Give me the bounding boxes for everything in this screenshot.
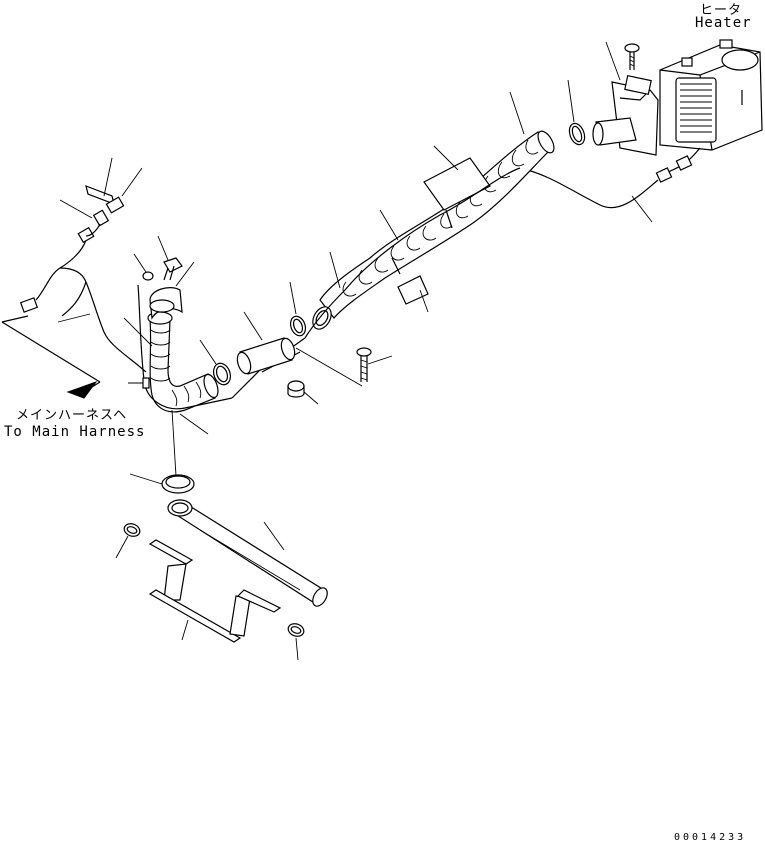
heater-unit	[659, 39, 763, 151]
left-harness	[19, 226, 150, 389]
bolt-left	[133, 235, 183, 281]
harness-label-en: To Main Harness	[4, 424, 146, 440]
short-hose	[236, 311, 296, 375]
hose-clamp-mid	[289, 281, 307, 337]
pipe-clamp-right	[287, 623, 305, 661]
spacer	[287, 380, 319, 405]
screw-top	[605, 41, 640, 81]
hose-clamp-top	[567, 79, 586, 146]
heater-label-en: Heater	[695, 15, 752, 31]
bolt	[295, 347, 393, 387]
main-duct	[312, 130, 555, 330]
elbow-duct	[123, 311, 219, 435]
elbow-leader	[171, 409, 177, 477]
long-pipe	[167, 499, 328, 607]
lower-clamp	[129, 473, 195, 494]
hose-clamp-left	[199, 339, 232, 386]
harness-leader	[1, 315, 101, 399]
elbow-clamp-top	[149, 261, 195, 320]
harness-label-jp: メインハーネスヘ	[16, 408, 128, 423]
outlet-adapter	[592, 74, 659, 156]
mounting-bracket	[148, 539, 282, 643]
pipe-clamp-left	[115, 523, 141, 559]
connector-bracket	[59, 157, 143, 237]
duct-tags	[329, 91, 525, 313]
heater-label-jp: ヒータ	[700, 3, 743, 18]
drawing-code: 00014233	[674, 832, 747, 843]
heater-wire-harness	[519, 147, 701, 223]
